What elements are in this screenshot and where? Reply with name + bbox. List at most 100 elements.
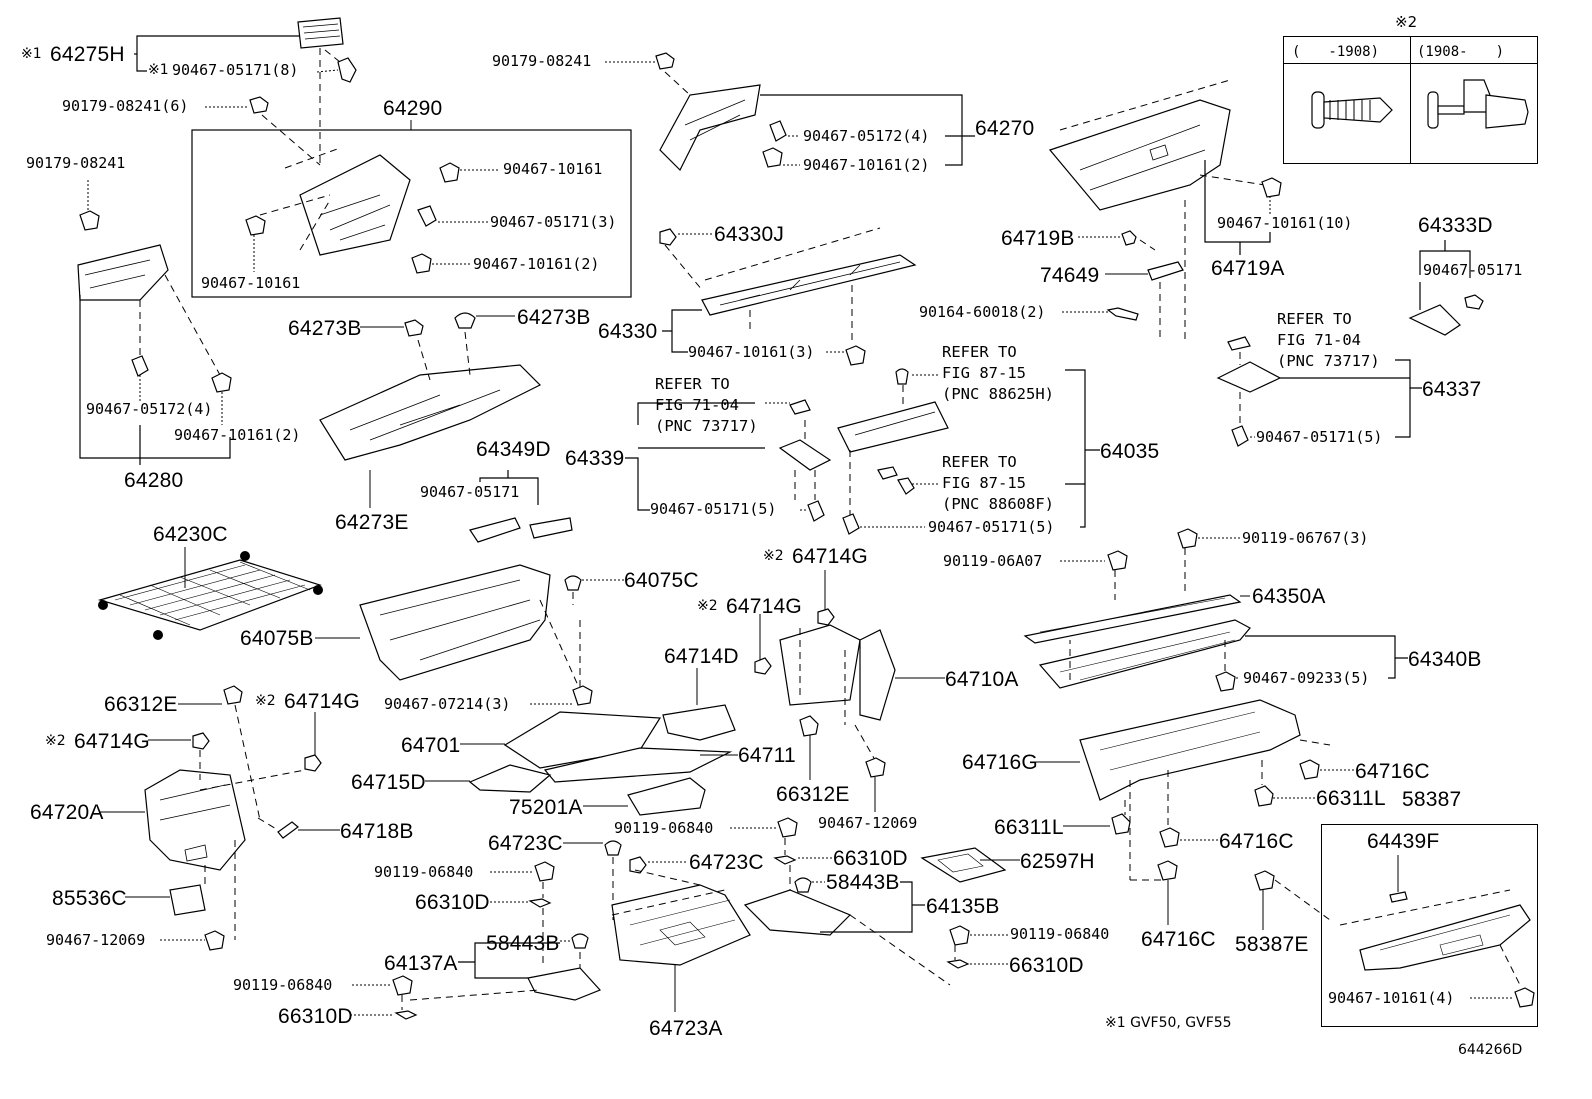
- label-64330J[interactable]: 64330J: [714, 223, 785, 246]
- label-90467-07214-3[interactable]: 90467-07214(3): [384, 695, 511, 713]
- clip-66312E-a: [223, 685, 243, 705]
- label-90179-08241-6[interactable]: 90179-08241(6): [62, 97, 189, 115]
- label-90467-05171-5c[interactable]: 90467-05171(5): [1256, 428, 1383, 446]
- legend-box: ( -1908) (1908- ): [1283, 36, 1538, 164]
- label-74649[interactable]: 74649: [1040, 264, 1100, 287]
- label-90467-10161-2a[interactable]: 90467-10161(2): [473, 255, 600, 273]
- label-90467-10161-10[interactable]: 90467-10161(10): [1217, 214, 1353, 232]
- label-90467-10161-3[interactable]: 90467-10161(3): [688, 343, 815, 361]
- refer-note-line: FIG 87-15: [942, 474, 1026, 492]
- label-64273B-a[interactable]: 64273B: [288, 317, 362, 340]
- label-64723C-b[interactable]: 64723C: [689, 851, 764, 874]
- label-90119-06767-3[interactable]: 90119-06767(3): [1242, 529, 1369, 547]
- label-64075C[interactable]: 64075C: [624, 569, 699, 592]
- label-90467-05172-4a[interactable]: 90467-05172(4): [803, 127, 930, 145]
- label-75201A[interactable]: 75201A: [509, 796, 583, 819]
- label-58443B-b[interactable]: 58443B: [486, 932, 560, 955]
- label-64135B[interactable]: 64135B: [926, 895, 1000, 918]
- label-64280[interactable]: 64280: [124, 469, 184, 492]
- label-66311L-b[interactable]: 66311L: [994, 816, 1064, 839]
- refer-note-fig87-15-a[interactable]: REFER TO FIG 87-15 (PNC 88625H): [942, 342, 1054, 405]
- label-64714G-b[interactable]: 64714G: [726, 595, 802, 618]
- label-90179-08241-top[interactable]: 90179-08241: [492, 52, 592, 70]
- label-64350A[interactable]: 64350A: [1252, 585, 1326, 608]
- label-66310D-b[interactable]: 66310D: [415, 891, 490, 914]
- label-64716G[interactable]: 64716G: [962, 751, 1038, 774]
- label-64718B[interactable]: 64718B: [340, 820, 414, 843]
- label-64339[interactable]: 64339: [565, 447, 625, 470]
- label-64035[interactable]: 64035: [1100, 440, 1160, 463]
- label-64275H[interactable]: 64275H: [50, 43, 125, 66]
- label-90467-10161-a[interactable]: 90467-10161: [503, 160, 603, 178]
- label-66310D-d[interactable]: 66310D: [278, 1005, 353, 1028]
- label-90467-05171-r[interactable]: 90467-05171: [1423, 261, 1523, 279]
- label-64720A[interactable]: 64720A: [30, 801, 104, 824]
- label-85536C[interactable]: 85536C: [52, 887, 127, 910]
- label-90467-05171-5a[interactable]: 90467-05171(5): [650, 500, 777, 518]
- label-90467-05172-4b[interactable]: 90467-05172(4): [86, 400, 213, 418]
- label-64439F[interactable]: 64439F: [1367, 830, 1440, 853]
- label-90467-05171-5b[interactable]: 90467-05171(5): [928, 518, 1055, 536]
- label-64340B[interactable]: 64340B: [1408, 648, 1482, 671]
- label-64716C-a[interactable]: 64716C: [1355, 760, 1430, 783]
- label-64719B[interactable]: 64719B: [1001, 227, 1075, 250]
- label-64723C-a[interactable]: 64723C: [488, 832, 563, 855]
- label-90119-06840-a[interactable]: 90119-06840: [614, 819, 714, 837]
- label-64711[interactable]: 64711: [738, 744, 796, 767]
- label-64716C-c[interactable]: 64716C: [1141, 928, 1216, 951]
- label-90119-06840-b[interactable]: 90119-06840: [374, 863, 474, 881]
- label-90119-06A07[interactable]: 90119-06A07: [943, 552, 1043, 570]
- bolt-90119-06840-d: [392, 975, 413, 996]
- label-64230C[interactable]: 64230C: [153, 523, 228, 546]
- clip-64723C-b: [629, 856, 647, 874]
- label-64075B[interactable]: 64075B: [240, 627, 314, 650]
- label-62597H[interactable]: 62597H: [1020, 850, 1095, 873]
- label-90467-09233-5[interactable]: 90467-09233(5): [1243, 669, 1370, 687]
- label-90467-10161-4[interactable]: 90467-10161(4): [1328, 989, 1455, 1007]
- label-64270[interactable]: 64270: [975, 117, 1035, 140]
- label-64714D[interactable]: 64714D: [664, 645, 739, 668]
- label-64330[interactable]: 64330: [598, 320, 658, 343]
- label-90467-10161-2b[interactable]: 90467-10161(2): [803, 156, 930, 174]
- label-66311L-a[interactable]: 66311L: [1316, 787, 1386, 810]
- label-90467-12069-b[interactable]: 90467-12069: [46, 931, 146, 949]
- part-64137A: [527, 967, 602, 1001]
- label-64714G-c[interactable]: 64714G: [284, 690, 360, 713]
- label-64716C-b[interactable]: 64716C: [1219, 830, 1294, 853]
- label-58443B-a[interactable]: 58443B: [826, 871, 900, 894]
- label-90467-10161-b[interactable]: 90467-10161: [201, 274, 301, 292]
- label-64349D[interactable]: 64349D: [476, 438, 551, 461]
- refer-note-fig71-04-b[interactable]: REFER TO FIG 71-04 (PNC 73717): [1277, 309, 1380, 372]
- refer-note-fig71-04-a[interactable]: REFER TO FIG 71-04 (PNC 73717): [655, 374, 758, 437]
- label-64723A[interactable]: 64723A: [649, 1017, 723, 1040]
- label-58387[interactable]: 58387: [1402, 788, 1462, 811]
- label-90467-05171-s[interactable]: 90467-05171: [420, 483, 520, 501]
- label-66312E-b[interactable]: 66312E: [776, 783, 850, 806]
- refer-note-fig87-15-b[interactable]: REFER TO FIG 87-15 (PNC 88608F): [942, 452, 1054, 515]
- label-64710A[interactable]: 64710A: [945, 668, 1019, 691]
- label-90164-60018-2[interactable]: 90164-60018(2): [919, 303, 1046, 321]
- label-66310D-c[interactable]: 66310D: [1009, 954, 1084, 977]
- label-90119-06840-c[interactable]: 90119-06840: [1010, 925, 1110, 943]
- label-90467-12069-a[interactable]: 90467-12069: [818, 814, 918, 832]
- label-64273E[interactable]: 64273E: [335, 511, 409, 534]
- label-64719A[interactable]: 64719A: [1211, 257, 1285, 280]
- label-90467-05171-8[interactable]: 90467-05171(8): [172, 61, 299, 79]
- label-90467-05171-3[interactable]: 90467-05171(3): [490, 213, 617, 231]
- label-64714G-a[interactable]: 64714G: [792, 545, 868, 568]
- label-66310D-a[interactable]: 66310D: [833, 847, 908, 870]
- label-64715D[interactable]: 64715D: [351, 771, 426, 794]
- label-64273B-b[interactable]: 64273B: [517, 306, 591, 329]
- label-64290[interactable]: 64290: [383, 97, 443, 120]
- label-58387E[interactable]: 58387E: [1235, 933, 1309, 956]
- label-64337[interactable]: 64337: [1422, 378, 1482, 401]
- label-64333D[interactable]: 64333D: [1418, 214, 1493, 237]
- label-90179-08241-left[interactable]: 90179-08241: [26, 154, 126, 172]
- label-90119-06840-d[interactable]: 90119-06840: [233, 976, 333, 994]
- label-64137A[interactable]: 64137A: [384, 952, 458, 975]
- clip-90467-05171-5b: [842, 513, 860, 535]
- label-64714G-d[interactable]: 64714G: [74, 730, 150, 753]
- label-90467-10161-2c[interactable]: 90467-10161(2): [174, 426, 301, 444]
- label-66312E-a[interactable]: 66312E: [104, 693, 178, 716]
- label-64701[interactable]: 64701: [401, 734, 461, 757]
